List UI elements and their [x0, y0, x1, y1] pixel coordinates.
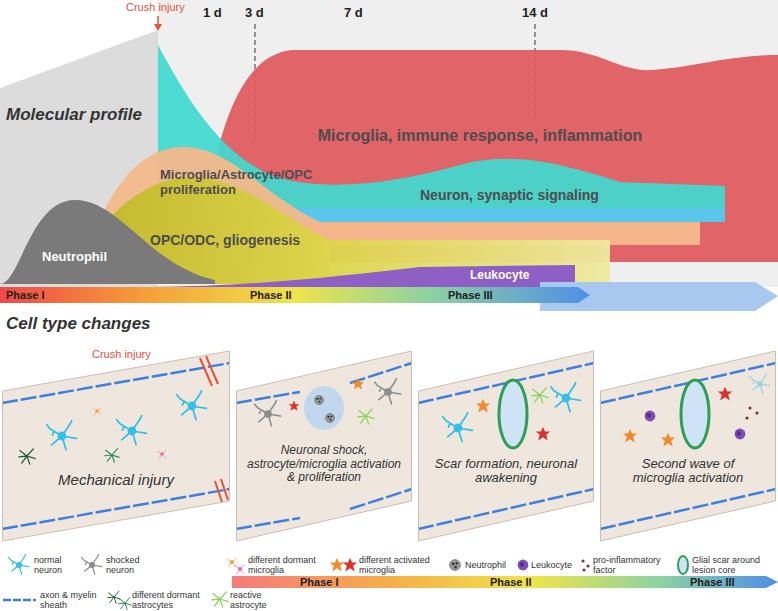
section-heading: Cell type changes: [6, 314, 151, 334]
pro-inflammatory-factor: [745, 406, 758, 419]
legend-icon: [581, 559, 589, 571]
time-label: 3 d: [245, 6, 264, 21]
dormant-microglia: [157, 450, 166, 458]
normal-neuron: [750, 374, 770, 394]
reactive-astrocyte: [532, 388, 548, 403]
glial-scar: [681, 380, 709, 448]
legend-text: different dormant astrocytes: [132, 590, 212, 610]
lesion-core: [304, 386, 344, 430]
time-label: 1 d: [203, 6, 222, 21]
activated-microglia: [661, 433, 675, 447]
legend-icon: [234, 565, 245, 575]
shocked-neuron: [255, 379, 401, 426]
legend-text: shocked neuron: [106, 555, 148, 575]
legend-text: different dormant microglia: [248, 555, 326, 575]
legend-icon: [119, 597, 132, 609]
area-label: Microglia, immune response, inflammation: [290, 127, 670, 145]
injury-label: Crush injury: [126, 1, 185, 14]
normal-neuron: [443, 383, 581, 442]
phase-label: Phase I: [6, 289, 45, 302]
tube-fill: [2, 351, 776, 541]
neutrophil: [326, 414, 335, 423]
panel: Second wave of microglia activation: [600, 336, 776, 554]
axon-myelin: [2, 363, 776, 529]
leukocyte: [735, 429, 746, 440]
area-label: Neutrophil: [42, 250, 107, 265]
time-label: 14 d: [522, 6, 548, 21]
injury-label: Crush injury: [92, 348, 151, 361]
panel-caption: Neuronal shock, astrocyte/microglia acti…: [246, 444, 402, 485]
activated-microglia: [718, 387, 732, 401]
legend-icon: [343, 558, 357, 572]
legend-icon: [330, 558, 344, 572]
legend-icon: [3, 599, 36, 602]
neutrophil: [315, 396, 324, 405]
injury-arrow: [154, 16, 162, 31]
leukocyte-area: [150, 265, 575, 287]
area-label: OPC/ODC, gliogenesis: [150, 232, 300, 248]
legend-icon: [9, 555, 29, 575]
panel-outline: [600, 336, 776, 554]
phase-label: Phase III: [448, 289, 493, 302]
legend-text: Neutrophil: [465, 560, 515, 570]
legend-text: axon & myelin sheath: [40, 590, 110, 610]
activated-microglia: [623, 429, 637, 443]
reactive-astrocyte: [358, 409, 374, 424]
phase-bar: [232, 576, 778, 588]
legend-icon: [108, 591, 121, 603]
panel-outline: [419, 351, 594, 541]
area-label: Leukocyte: [470, 269, 529, 283]
panel-caption: Second wave of microglia activation: [615, 457, 761, 487]
panel-caption: Scar formation, neuronal awakening: [433, 457, 579, 487]
panel: Scar formation, neuronal awakening: [418, 336, 594, 554]
panel-outline: [237, 351, 412, 541]
area-label: Microglia/Astrocyte/OPC proliferation: [160, 168, 345, 198]
legend-text: reactive astrocyte: [230, 590, 276, 610]
time-label: 7 d: [344, 6, 363, 21]
panel-outline: [601, 351, 776, 541]
panel-outline: [2, 336, 230, 554]
legend-icon: [518, 560, 529, 571]
activated-microglia: [352, 378, 365, 390]
legend-icon: [450, 560, 461, 571]
glial-scar: [499, 380, 527, 448]
panel-caption: Mechanical injury: [32, 471, 200, 488]
phase-bar: [0, 287, 590, 303]
area-label: Neuron, synaptic signaling: [420, 187, 599, 203]
legend-icon: [212, 592, 228, 607]
normal-neuron: [47, 391, 207, 450]
panel-outline: [3, 351, 230, 541]
crush-mark: [200, 356, 228, 502]
section-heading: Molecular profile: [6, 105, 142, 125]
legend-text: normal neuron: [34, 555, 72, 575]
legend-text: Glial scar around lesion core: [692, 555, 776, 575]
legend-text: Leukocyte: [531, 560, 579, 570]
phase-label: Phase I: [300, 576, 339, 588]
dormant-astrocyte: [19, 449, 35, 464]
panel: Neuronal shock, astrocyte/microglia acti…: [236, 336, 412, 554]
legend-icon: [678, 556, 688, 574]
activated-microglia: [289, 401, 300, 411]
activated-microglia: [536, 427, 550, 441]
phase-label: Phase III: [690, 576, 735, 588]
legend-icon: [82, 555, 102, 575]
panel-outline: [418, 336, 594, 554]
legend-text: pro-inflammatory factor: [593, 555, 673, 575]
panel: Mechanical injury: [2, 336, 230, 554]
legend-text: different activated microglia: [359, 555, 445, 575]
dormant-microglia: [92, 407, 101, 415]
phase-label: Phase II: [490, 576, 532, 588]
phase-label: Phase II: [250, 289, 292, 302]
activated-microglia: [476, 399, 490, 413]
dormant-astrocyte: [105, 449, 119, 463]
leukocyte: [645, 411, 656, 422]
